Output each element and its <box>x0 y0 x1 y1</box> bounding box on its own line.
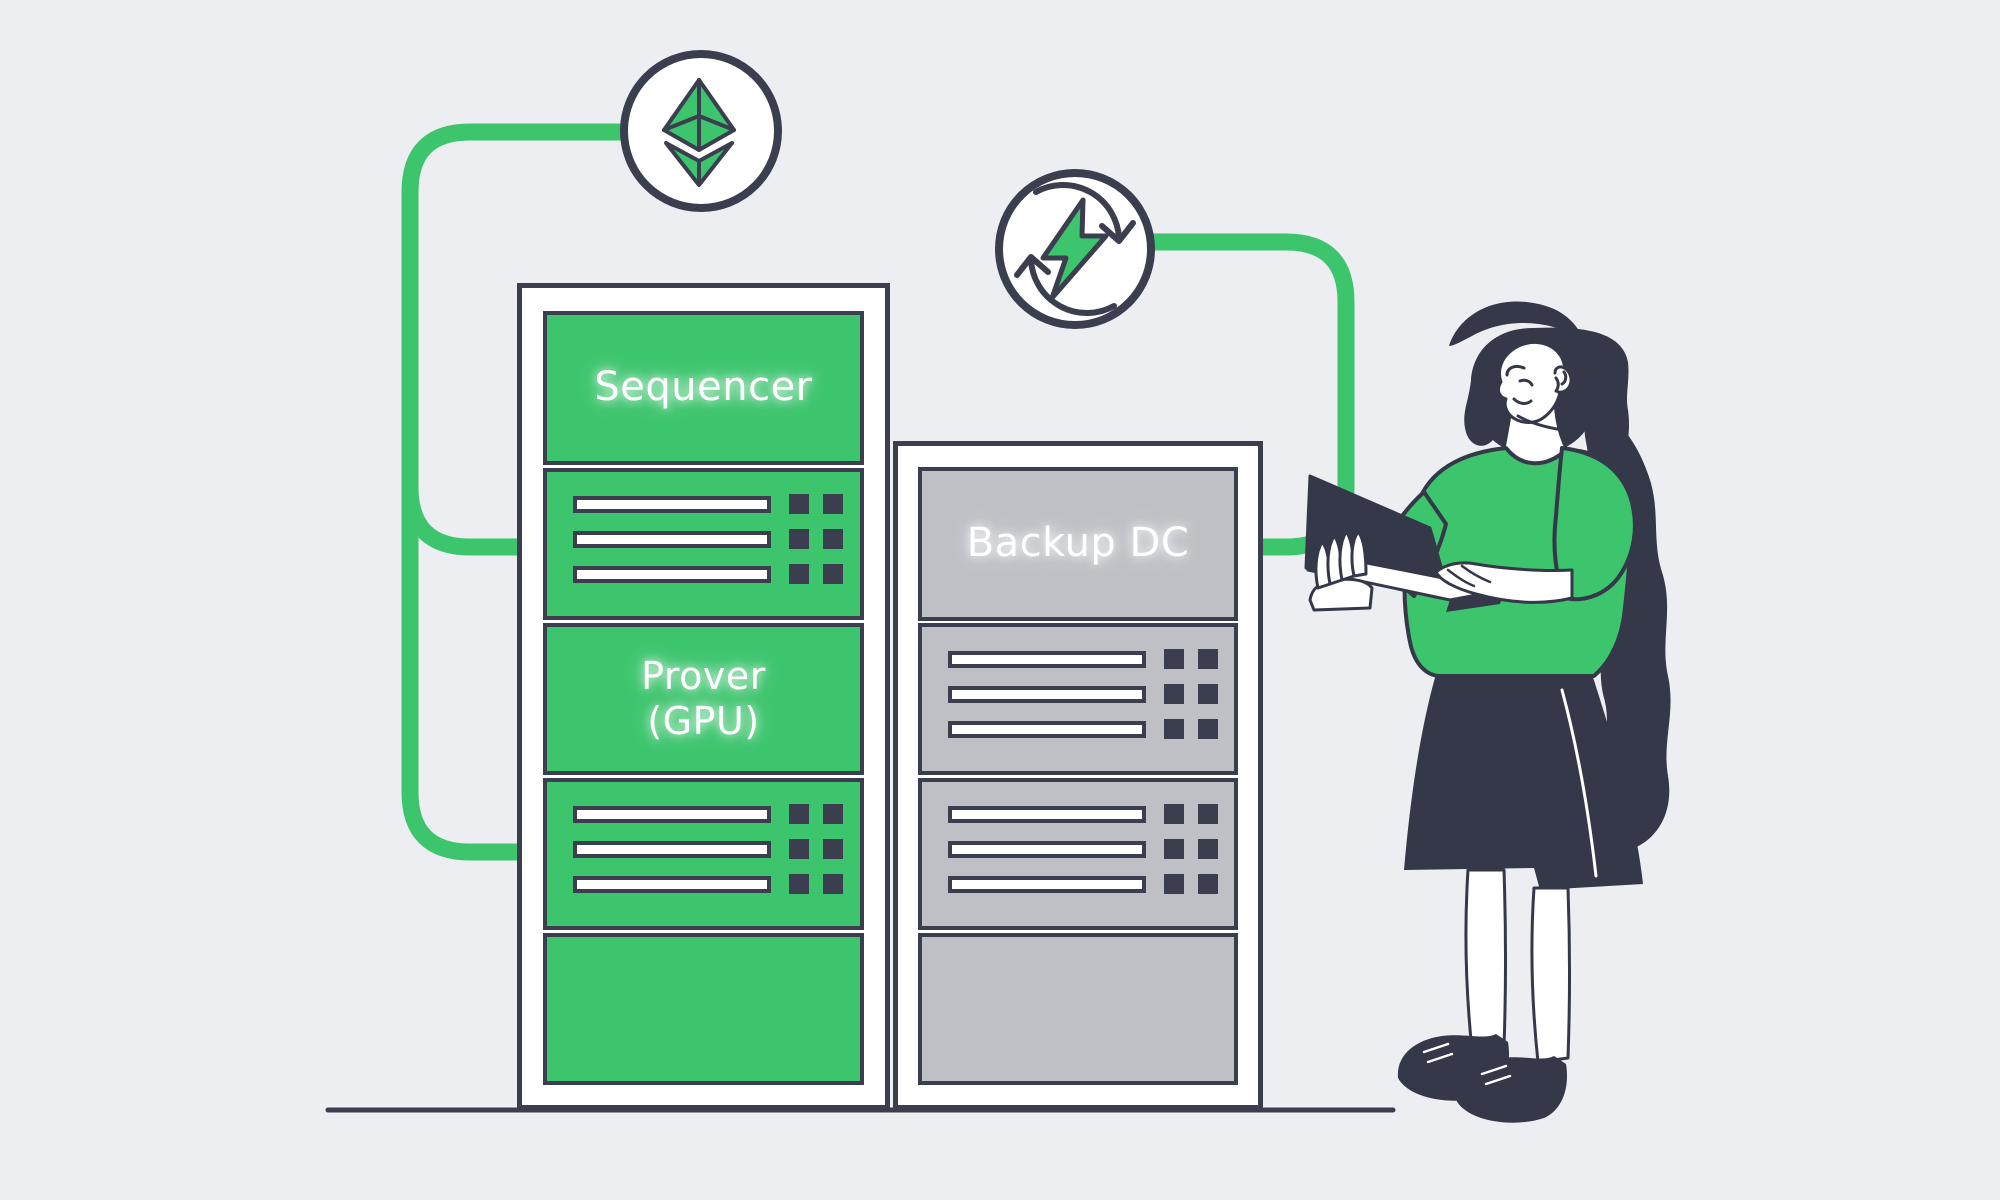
slot-row <box>573 804 860 824</box>
backup-server-rack: Backup DC <box>893 441 1263 1110</box>
backup-slots-panel-1 <box>918 623 1238 775</box>
slot-row <box>573 529 860 549</box>
primary-slots-panel-1 <box>543 468 864 620</box>
vent-square <box>789 529 809 549</box>
slot-row <box>573 494 860 514</box>
sync-badge <box>995 169 1155 329</box>
vent-square <box>1198 804 1218 824</box>
left-leg <box>1464 868 1507 1052</box>
vent-square <box>1164 719 1184 739</box>
primary-server-rack: Sequencer Prover (GPU) <box>517 283 890 1110</box>
backup-blank-panel <box>918 933 1238 1085</box>
vent-square <box>823 494 843 514</box>
vent-square <box>1198 719 1218 739</box>
sync-arrows-lightning-icon <box>1014 182 1136 316</box>
vent-square <box>1198 874 1218 894</box>
connector-path-branch <box>401 478 530 556</box>
vent-square <box>1164 874 1184 894</box>
slot-row <box>948 684 1234 704</box>
drive-bay-bar <box>573 530 771 548</box>
prover-label-line1: Prover <box>641 654 766 699</box>
vent-square <box>823 564 843 584</box>
left-hand <box>1308 530 1374 612</box>
connector-ethereum-to-primary-rack <box>401 123 631 861</box>
skirt-seam <box>1560 688 1598 878</box>
vent-square <box>823 839 843 859</box>
sweater-right-sleeve <box>1552 446 1637 602</box>
backup-dc-panel: Backup DC <box>918 467 1238 621</box>
vent-square <box>789 839 809 859</box>
vent-square <box>1198 839 1218 859</box>
vent-square <box>823 874 843 894</box>
far-eye <box>1554 376 1560 393</box>
right-leg <box>1530 886 1571 1064</box>
vent-square <box>1164 649 1184 669</box>
right-hand <box>1434 561 1574 604</box>
backup-dc-label: Backup DC <box>966 520 1190 567</box>
primary-slots-panel-2 <box>543 778 864 930</box>
prover-panel: Prover (GPU) <box>543 623 864 775</box>
slot-row <box>948 839 1234 859</box>
drive-bay-bar <box>573 495 771 513</box>
drive-bay-bar <box>948 650 1146 668</box>
vent-square <box>789 564 809 584</box>
vent-square <box>789 874 809 894</box>
slot-row <box>948 804 1234 824</box>
drive-bay-bar <box>573 875 771 893</box>
shoes <box>1397 1034 1568 1123</box>
face-features <box>1505 364 1565 432</box>
eyebrow <box>1505 364 1526 377</box>
ethereum-badge <box>620 50 782 212</box>
sequencer-label: Sequencer <box>594 364 813 411</box>
drive-bay-bar <box>948 875 1146 893</box>
backup-slots-panel-2 <box>918 778 1238 930</box>
prover-label: Prover (GPU) <box>641 654 766 744</box>
slot-row <box>948 719 1234 739</box>
drive-bay-bar <box>948 805 1146 823</box>
vent-square <box>1198 649 1218 669</box>
legs <box>1464 868 1571 1064</box>
slot-row <box>573 839 860 859</box>
jaw-line <box>1516 414 1565 432</box>
vent-square <box>823 804 843 824</box>
skirt <box>1404 674 1643 890</box>
vent-square <box>789 494 809 514</box>
primary-blank-panel <box>543 933 864 1085</box>
vent-square <box>1198 684 1218 704</box>
drive-bay-bar <box>573 565 771 583</box>
drive-bay-bar <box>948 685 1146 703</box>
prover-label-line2: (GPU) <box>647 699 760 743</box>
slot-row <box>573 874 860 894</box>
eye <box>1518 378 1534 387</box>
sequencer-panel: Sequencer <box>543 311 864 465</box>
vent-square <box>1164 804 1184 824</box>
drive-bay-bar <box>948 720 1146 738</box>
vent-square <box>1164 684 1184 704</box>
drive-bay-bar <box>573 805 771 823</box>
slot-row <box>948 874 1234 894</box>
drive-bay-bar <box>573 840 771 858</box>
ethereum-logo-icon <box>662 78 736 187</box>
hair-fringe <box>1449 301 1584 346</box>
smile <box>1512 397 1533 405</box>
slot-row <box>573 564 860 584</box>
vent-square <box>789 804 809 824</box>
slot-row <box>948 649 1234 669</box>
lightning-bolt-icon <box>1040 197 1109 301</box>
vent-square <box>1164 839 1184 859</box>
drive-bay-bar <box>948 840 1146 858</box>
vent-square <box>823 529 843 549</box>
